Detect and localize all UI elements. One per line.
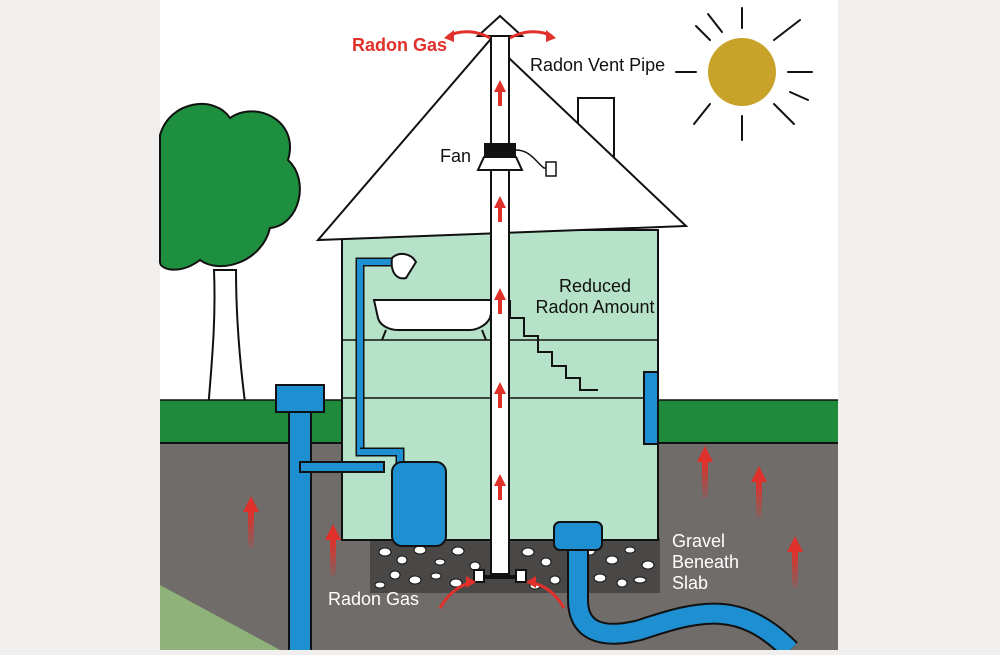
vent-cap [475,14,525,37]
label-reduced-radon-amount: Reduced Radon Amount [530,276,660,318]
fan-icon [476,143,557,177]
tree-icon [159,103,301,411]
label-gravel-line2: Beneath [672,552,740,572]
gravel-bed [370,538,660,593]
label-gravel-line1: Gravel [672,531,726,551]
radon-soil-arrows [243,446,803,588]
radon-arrow-icon [494,80,506,500]
label-fan: Fan [440,146,472,166]
shower-icon [355,252,418,450]
label-reduced-line2: Radon Amount [535,297,655,317]
electrical-box [643,371,659,445]
water-heater-icon [391,461,447,547]
sun-icon [675,7,813,141]
label-gravel-beneath-slab: Gravel Beneath Slab [672,531,782,594]
label-reduced-line1: Reduced [558,276,632,296]
stairs-icon [509,300,598,391]
switch-icon [545,161,557,177]
label-radon-gas-top: Radon Gas [352,35,448,55]
drain-pipe [553,521,798,655]
label-radon-vent-pipe: Radon Vent Pipe [530,55,666,75]
left-margin [0,0,160,650]
pipe-suction-point [473,569,527,583]
right-margin [838,0,1000,650]
bathtub-icon [372,299,496,341]
label-radon-gas-bottom: Radon Gas [328,589,420,609]
lawn-corner [160,585,280,650]
water-supply-pipe [275,384,405,650]
label-gravel-line3: Slab [672,573,709,593]
